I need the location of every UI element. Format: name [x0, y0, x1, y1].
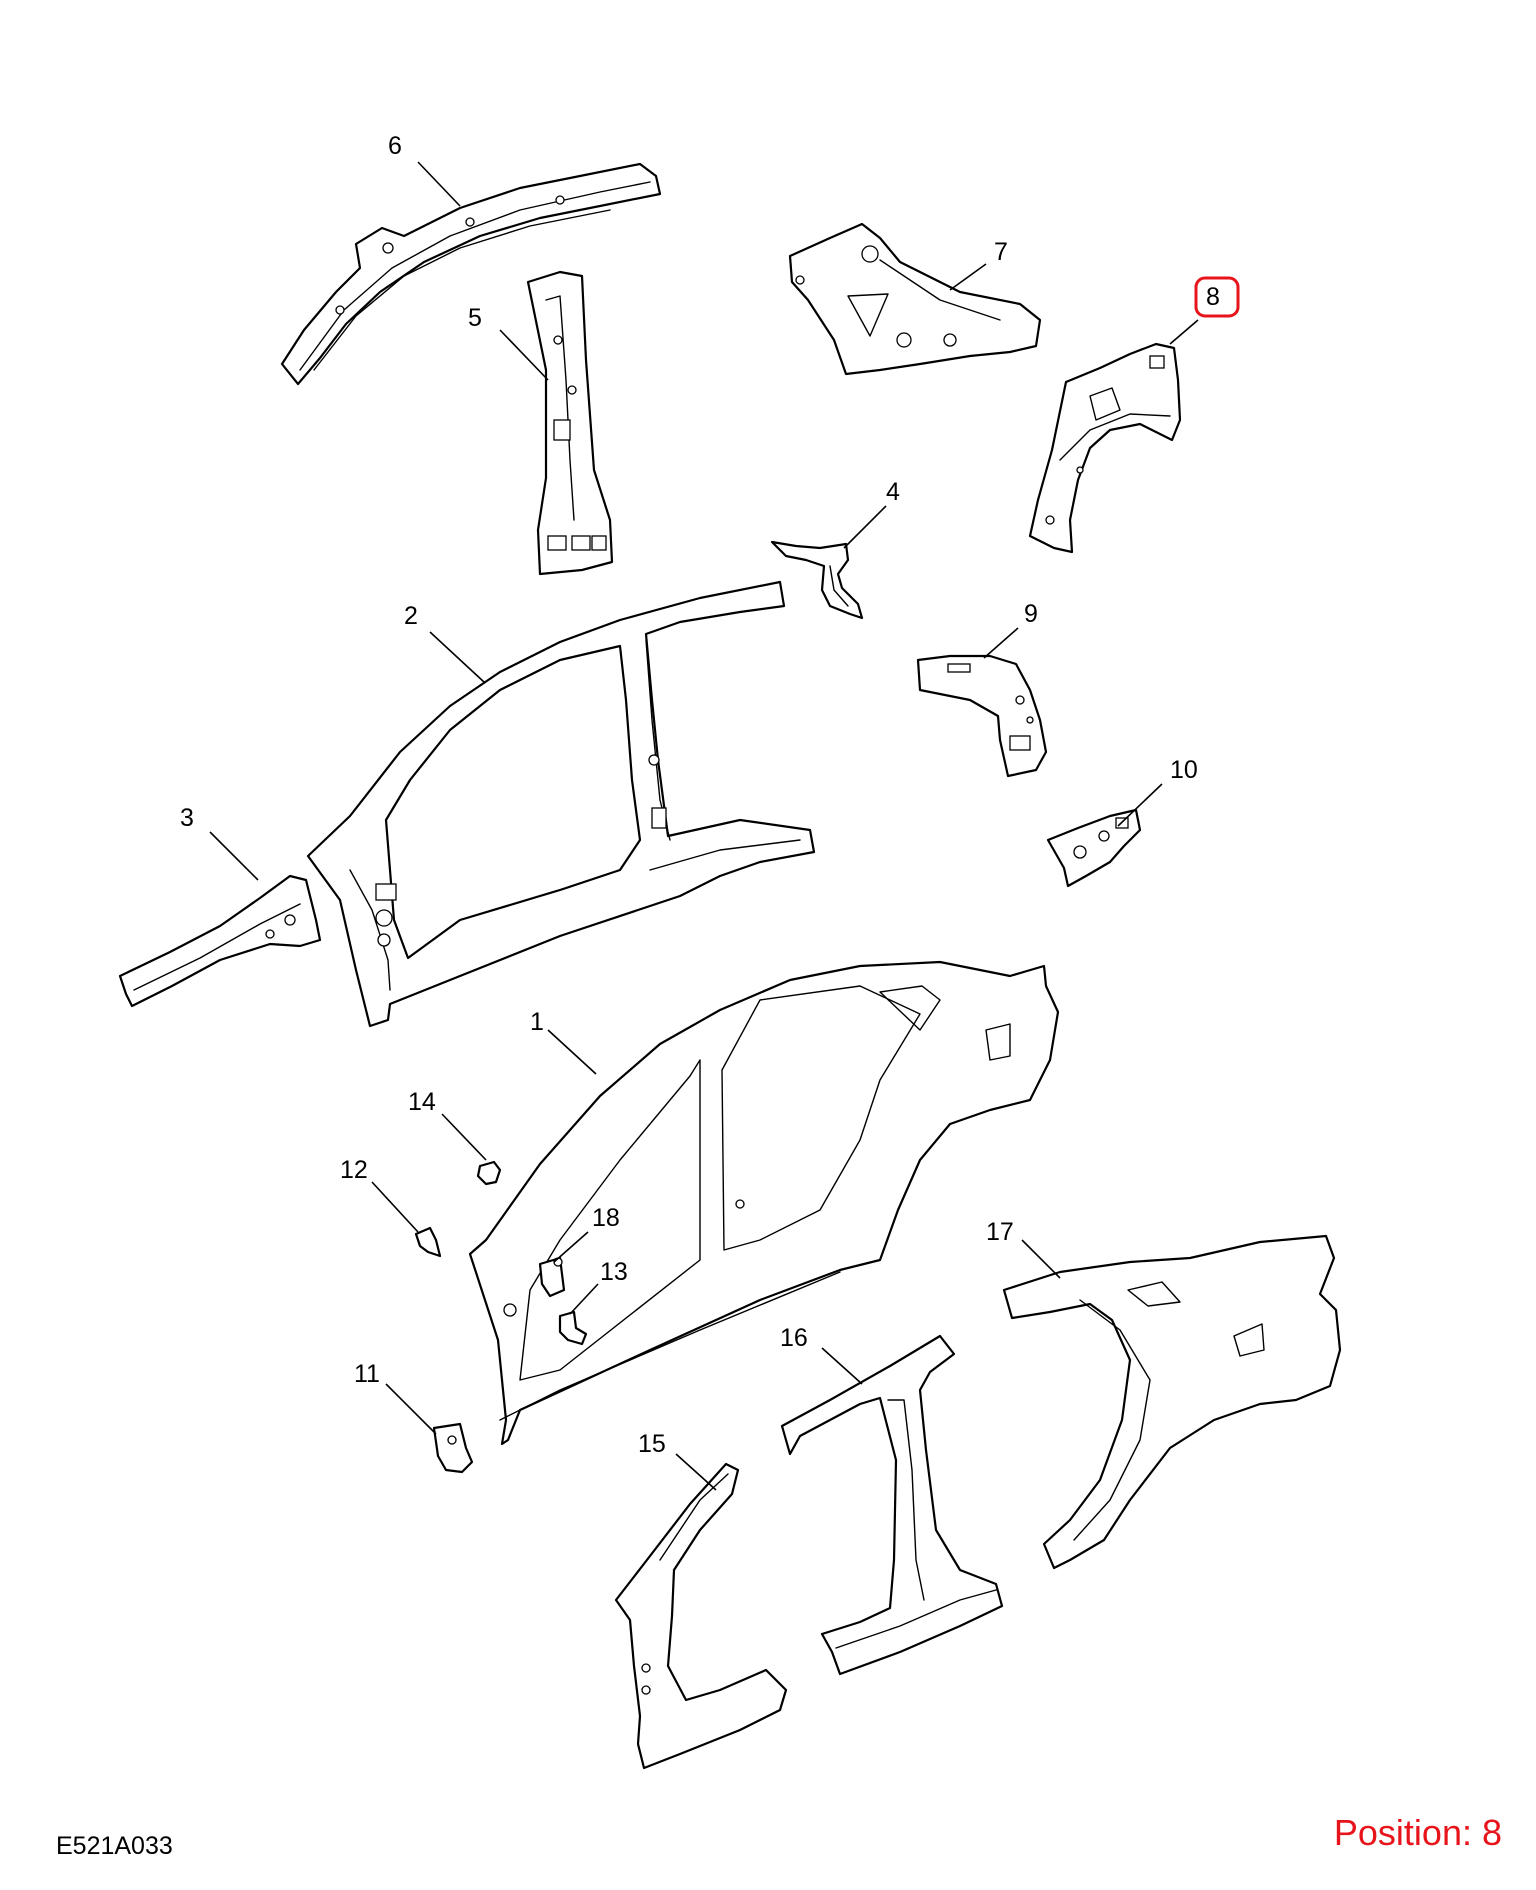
callout-7[interactable]: 7 [994, 238, 1008, 266]
callout-14[interactable]: 14 [408, 1088, 436, 1116]
callout-4[interactable]: 4 [886, 478, 900, 506]
part-11-bracket[interactable] [432, 1422, 474, 1474]
callout-8[interactable]: 8 [1206, 283, 1220, 311]
part-10-reinforcement[interactable] [1046, 808, 1142, 888]
part-6-roof-rail[interactable] [280, 162, 662, 386]
callout-16[interactable]: 16 [780, 1324, 808, 1352]
part-15-a-pillar-outer[interactable] [614, 1462, 788, 1770]
callout-12[interactable]: 12 [340, 1156, 368, 1184]
part-2-body-side-frame[interactable] [306, 580, 816, 1028]
part-5-b-pillar-inner[interactable] [526, 270, 614, 576]
part-7-quarter-inner-upper[interactable] [788, 222, 1042, 376]
callout-1[interactable]: 1 [530, 1008, 544, 1036]
callout-numbers: 6 5 7 8 4 2 9 10 3 1 14 12 18 13 11 16 1… [180, 132, 1220, 1458]
part-9-quarter-inner-bracket[interactable] [916, 654, 1048, 778]
part-8-wheelhouse-inner[interactable] [1028, 342, 1182, 554]
callout-13[interactable]: 13 [600, 1258, 628, 1286]
part-18-bracket[interactable] [538, 1256, 566, 1298]
callout-6[interactable]: 6 [388, 132, 402, 160]
callout-18[interactable]: 18 [592, 1204, 620, 1232]
part-3-a-pillar-lower[interactable] [118, 874, 322, 1008]
part-13-bracket[interactable] [558, 1310, 588, 1346]
part-17-quarter-panel-inner[interactable] [1002, 1234, 1342, 1570]
callout-3[interactable]: 3 [180, 804, 194, 832]
callout-11[interactable]: 11 [354, 1360, 380, 1388]
part-16-b-pillar-outer[interactable] [780, 1334, 1004, 1676]
callout-10[interactable]: 10 [1170, 756, 1198, 784]
callout-9[interactable]: 9 [1024, 600, 1038, 628]
callout-15[interactable]: 15 [638, 1430, 666, 1458]
selected-callout-highlight [1194, 276, 1240, 318]
drawing-code: E521A033 [56, 1832, 173, 1860]
callout-2[interactable]: 2 [404, 602, 418, 630]
leader-lines [209, 161, 1199, 1491]
position-label: Position: 8 [1333, 1812, 1502, 1853]
part-1-body-side-outer[interactable] [468, 960, 1060, 1446]
part-14-clip[interactable] [476, 1160, 502, 1186]
callout-5[interactable]: 5 [468, 304, 482, 332]
part-4-bracket[interactable] [770, 540, 864, 620]
part-12-clip[interactable] [414, 1226, 442, 1258]
callout-17[interactable]: 17 [986, 1218, 1014, 1246]
